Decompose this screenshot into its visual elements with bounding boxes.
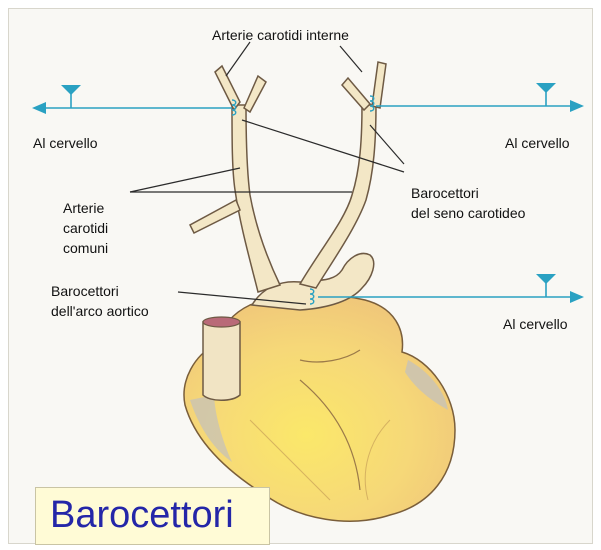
synapse-marker xyxy=(536,83,556,93)
to-brain-aortic-label: Al cervello xyxy=(503,316,568,333)
arrowhead-left xyxy=(32,102,46,114)
left-carotid-branch xyxy=(244,76,266,112)
synapse-marker xyxy=(536,274,556,284)
leader-line xyxy=(340,46,362,72)
title-box: Barocettori xyxy=(35,487,270,545)
leader-line xyxy=(242,120,404,172)
common-carotids-label-line2: carotidi xyxy=(63,220,108,237)
sinus-baroreceptors-label-line2: del seno carotideo xyxy=(411,205,525,222)
leader-line xyxy=(226,42,250,76)
to-brain-right-label: Al cervello xyxy=(505,135,570,152)
synapse-marker xyxy=(61,85,81,95)
to-brain-left-label: Al cervello xyxy=(33,135,98,152)
subclavian-branch xyxy=(190,200,240,233)
arrowhead-right xyxy=(570,100,584,112)
leader-line xyxy=(130,168,240,192)
left-common-carotid xyxy=(232,105,280,292)
aortic-baroreceptors-label-line2: dell'arco aortico xyxy=(51,303,149,320)
aortic-baroreceptors-label-line1: Barocettori xyxy=(51,283,119,300)
figure-title: Barocettori xyxy=(50,492,234,538)
right-carotid-branch xyxy=(342,78,370,110)
vena-cava-opening xyxy=(203,317,240,327)
common-carotids-label-line3: comuni xyxy=(63,240,108,257)
sinus-baroreceptors-label-line1: Barocettori xyxy=(411,185,479,202)
internal-carotids-label: Arterie carotidi interne xyxy=(212,27,349,44)
right-carotid-branch xyxy=(372,62,386,108)
arrowhead-aortic xyxy=(570,291,584,303)
common-carotids-label-line1: Arterie xyxy=(63,200,104,217)
vena-cava xyxy=(203,322,240,400)
